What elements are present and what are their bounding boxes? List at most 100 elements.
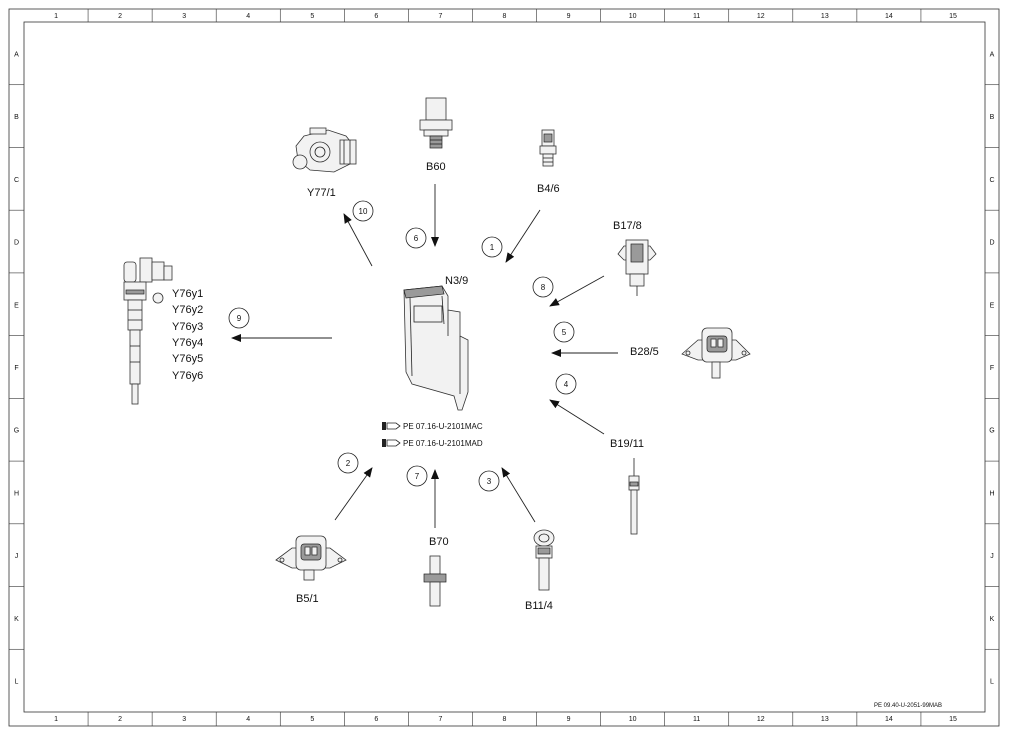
grid-col-bottom: 10 [629, 716, 637, 723]
callout-8: 8 [532, 276, 554, 298]
grid-row-left: J [15, 553, 19, 560]
label-b4-6: B4/6 [537, 183, 560, 195]
label-b5-1: B5/1 [296, 593, 319, 605]
injector-labels: Y76y1 Y76y2 Y76y3 Y76y4 Y76y5 Y76y6 [172, 288, 203, 382]
callout-6: 6 [405, 227, 427, 249]
grid-col-bottom: 6 [374, 716, 378, 723]
label-y76y3: Y76y3 [172, 321, 203, 333]
arrow-2 [334, 467, 373, 521]
grid-row-right: J [990, 553, 994, 560]
grid-col-bottom: 12 [757, 716, 765, 723]
component-b5-1[interactable] [275, 535, 347, 581]
svg-text:4: 4 [564, 380, 569, 389]
svg-text:2: 2 [346, 459, 351, 468]
grid-row-right: B [990, 114, 995, 121]
label-y76y2: Y76y2 [172, 304, 203, 316]
grid-col-top: 15 [949, 13, 957, 20]
grid-row-left: E [14, 302, 19, 309]
grid-col-top: 6 [374, 13, 378, 20]
label-b70: B70 [429, 536, 449, 548]
grid-col-top: 14 [885, 13, 893, 20]
reference-note-2[interactable]: PE 07.16-U-2101MAD [382, 439, 483, 448]
arrow-10 [343, 213, 373, 267]
svg-text:8: 8 [541, 283, 546, 292]
label-y76y1: Y76y1 [172, 288, 203, 300]
signal-arrows [231, 184, 618, 528]
grid-row-left: H [14, 490, 19, 497]
grid-row-left: F [14, 365, 18, 372]
label-y76y5: Y76y5 [172, 353, 203, 365]
grid-col-top: 1 [54, 13, 58, 20]
component-b70[interactable] [423, 555, 447, 607]
grid-row-left: B [14, 114, 19, 121]
grid-col-top: 8 [503, 13, 507, 20]
frame-grid: 1122334455667788991010111112121313141415… [9, 9, 999, 726]
reference-text-1: PE 07.16-U-2101MAC [403, 422, 483, 431]
grid-col-bottom: 2 [118, 716, 122, 723]
label-n3-9: N3/9 [445, 275, 468, 287]
grid-col-top: 13 [821, 13, 829, 20]
callout-1: 1 [481, 236, 503, 258]
grid-col-bottom: 14 [885, 716, 893, 723]
grid-col-bottom: 8 [503, 716, 507, 723]
svg-text:9: 9 [237, 314, 242, 323]
reference-text-2: PE 07.16-U-2101MAD [403, 439, 483, 448]
component-b11-4[interactable] [533, 529, 555, 591]
component-b17-8[interactable] [617, 239, 657, 296]
arrow-4 [549, 399, 605, 435]
grid-row-left: A [14, 51, 19, 58]
label-b28-5: B28/5 [630, 346, 659, 358]
grid-col-top: 10 [629, 13, 637, 20]
label-b60: B60 [426, 161, 446, 173]
label-y77-1: Y77/1 [307, 187, 336, 199]
label-b19-11: B19/11 [610, 438, 644, 450]
grid-col-bottom: 9 [567, 716, 571, 723]
grid-col-top: 3 [182, 13, 186, 20]
label-y76y4: Y76y4 [172, 337, 203, 349]
svg-text:7: 7 [415, 472, 420, 481]
grid-row-right: L [990, 679, 994, 686]
component-b60[interactable] [419, 97, 453, 149]
grid-col-bottom: 4 [246, 716, 250, 723]
grid-col-top: 12 [757, 13, 765, 20]
callout-9: 9 [228, 307, 250, 329]
grid-col-top: 11 [693, 13, 700, 20]
component-y77-1[interactable] [292, 127, 357, 173]
grid-col-top: 4 [246, 13, 250, 20]
grid-col-bottom: 13 [821, 716, 829, 723]
component-y76-injector[interactable] [123, 257, 173, 405]
grid-col-top: 5 [310, 13, 314, 20]
callout-4: 4 [555, 373, 577, 395]
component-b19-11[interactable] [628, 458, 640, 535]
grid-row-right: E [990, 302, 995, 309]
callout-2: 2 [337, 452, 359, 474]
grid-col-bottom: 5 [310, 716, 314, 723]
reference-note-1[interactable]: PE 07.16-U-2101MAC [382, 422, 483, 431]
grid-row-right: F [990, 365, 994, 372]
grid-row-right: D [989, 240, 994, 247]
grid-row-right: G [989, 428, 994, 435]
grid-col-top: 2 [118, 13, 122, 20]
svg-text:1: 1 [490, 243, 495, 252]
svg-text:6: 6 [414, 234, 419, 243]
arrow-8 [549, 275, 605, 307]
grid-row-right: H [989, 490, 994, 497]
grid-col-bottom: 3 [182, 716, 186, 723]
label-b17-8: B17/8 [613, 220, 642, 232]
grid-row-right: A [990, 51, 995, 58]
component-b28-5[interactable] [681, 327, 751, 379]
grid-col-top: 9 [567, 13, 571, 20]
grid-row-left: D [14, 240, 19, 247]
grid-col-bottom: 7 [438, 716, 442, 723]
arrow-3 [501, 467, 536, 523]
grid-row-left: G [14, 428, 19, 435]
component-n3-9-control-unit[interactable] [403, 285, 469, 411]
grid-col-top: 7 [438, 13, 442, 20]
grid-col-bottom: 15 [949, 716, 957, 723]
component-b4-6[interactable] [539, 129, 557, 167]
svg-text:3: 3 [487, 477, 492, 486]
document-id: PE 09.40-U-2051-99MAB [874, 703, 942, 709]
grid-col-bottom: 1 [54, 716, 58, 723]
svg-text:10: 10 [359, 207, 368, 216]
